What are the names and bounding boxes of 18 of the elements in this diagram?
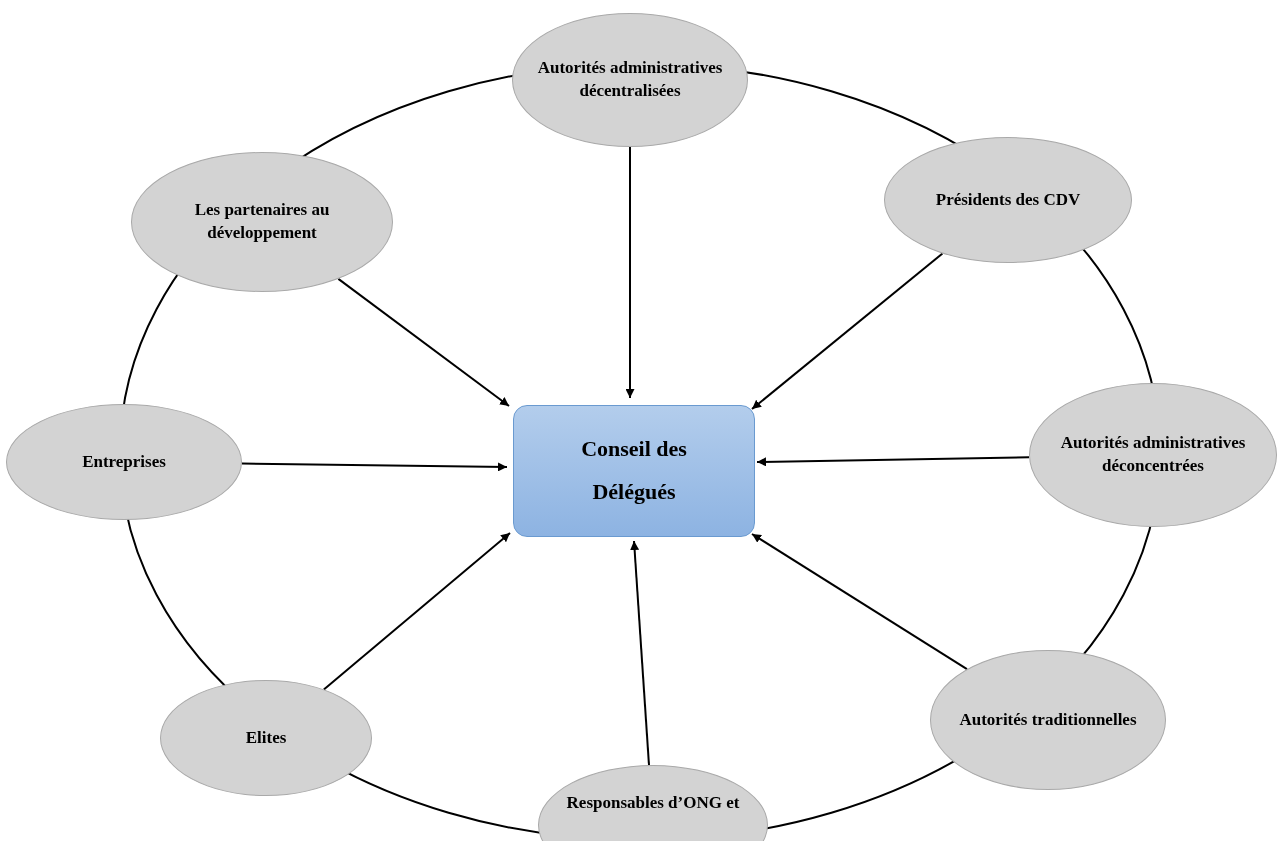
- arrow: [751, 533, 968, 671]
- arrow: [751, 252, 944, 410]
- node-label: Elites: [245, 726, 287, 749]
- node-label: Autorités administratives décentralisées: [536, 57, 724, 102]
- arrow: [337, 277, 510, 407]
- arrow: [756, 456, 1031, 467]
- node-label: Conseil des Délégués: [580, 435, 688, 506]
- node-label: Responsables d’ONG et: [566, 792, 740, 814]
- node-label: Présidents des CDV: [935, 188, 1081, 211]
- node-label: Entreprises: [82, 450, 166, 473]
- arrow: [322, 532, 511, 691]
- arrow: [240, 462, 508, 472]
- arrow: [630, 540, 650, 767]
- process-box: [513, 405, 755, 537]
- node-label: Les partenaires au développement: [193, 199, 331, 244]
- node-label: Autorités administratives déconcentrées: [1059, 432, 1247, 477]
- node-label: Autorités traditionnelles: [959, 708, 1137, 731]
- arrow: [625, 146, 635, 399]
